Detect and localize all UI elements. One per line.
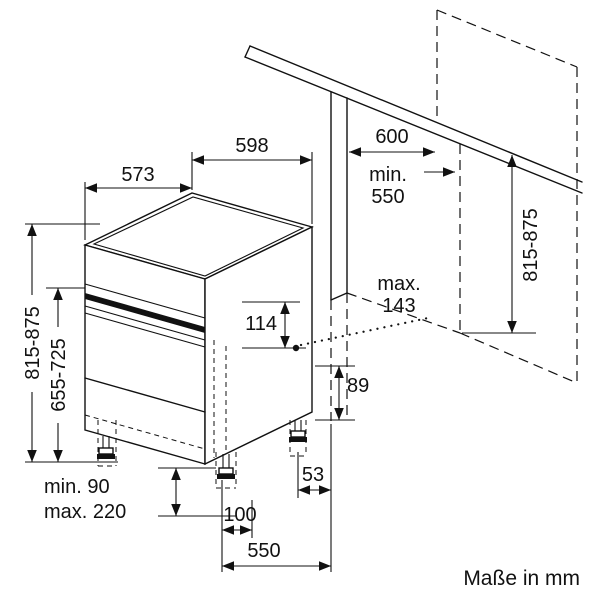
hinge-pivot-dot xyxy=(292,344,300,352)
dim-front-panel-height: 655-725 xyxy=(48,338,70,411)
adjustable-feet xyxy=(97,420,307,489)
units-caption: Maße in mm xyxy=(463,567,580,590)
dim-plinth-min: min. 90 xyxy=(44,476,110,498)
foot-left xyxy=(97,420,117,467)
dim-rear-clearance: 89 xyxy=(347,375,369,397)
foot-rear xyxy=(289,420,307,457)
dim-niche-width: 600 xyxy=(375,126,408,148)
dim-door-max-word: max. xyxy=(377,273,420,295)
dim-door-max-value: 143 xyxy=(382,295,415,317)
dim-niche-depth-word: min. xyxy=(369,164,407,186)
dim-installation-depth: 550 xyxy=(247,540,280,562)
niche-side-panel xyxy=(330,91,348,301)
control-panel-band xyxy=(85,293,205,333)
dim-hinge-offset: 114 xyxy=(245,313,277,335)
dim-top-depth: 573 xyxy=(121,164,154,186)
dim-niche-height: 815-875 xyxy=(520,208,542,281)
dim-rear-foot-distance: 53 xyxy=(302,464,324,486)
dim-top-width: 598 xyxy=(235,135,268,157)
door-bottom-edge xyxy=(84,377,206,413)
worktop xyxy=(244,45,583,194)
dimensions: 815-875 655-725 573 598 600 min. 550 815… xyxy=(22,126,542,572)
dim-appliance-height: 815-875 xyxy=(22,306,44,379)
dim-plinth-max: max. 220 xyxy=(44,501,126,523)
foot-front xyxy=(215,452,237,489)
dim-niche-depth-value: 550 xyxy=(371,186,404,208)
dishwasher-body xyxy=(83,192,314,466)
dim-front-foot-distance: 100 xyxy=(223,504,256,526)
niche-outline xyxy=(330,9,578,421)
door-top-edge xyxy=(84,283,206,319)
